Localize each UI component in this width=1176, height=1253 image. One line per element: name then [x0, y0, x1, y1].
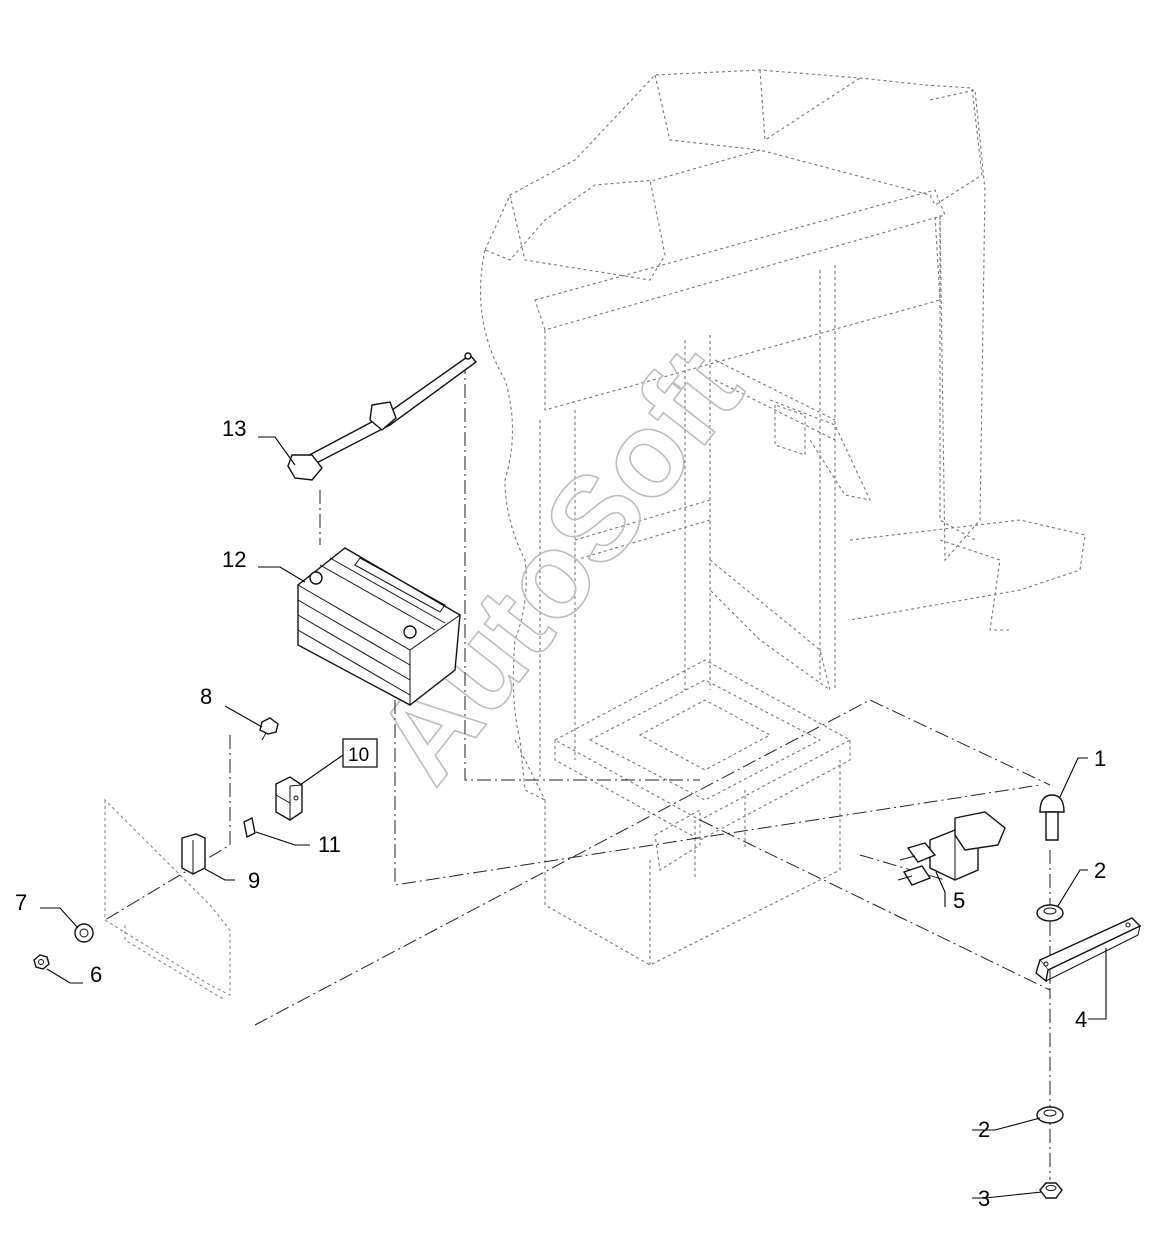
assembly-centerlines — [104, 360, 1051, 1180]
angle-bracket-part-4 — [1035, 917, 1142, 983]
callout-10: 10 — [348, 745, 369, 766]
nut-part-6 — [33, 954, 50, 970]
callout-labels: 13 12 8 10 11 9 7 6 5 1 2 4 2 3 — [15, 416, 1106, 1211]
callout-11: 11 — [318, 832, 341, 857]
washer-part-2-upper — [1036, 904, 1064, 922]
battery — [297, 547, 461, 706]
battery-cable — [287, 352, 478, 481]
callout-12: 12 — [222, 547, 246, 572]
callout-5: 5 — [953, 888, 965, 913]
machine-frame-outline — [480, 69, 1086, 966]
leader-lines — [40, 436, 1107, 1199]
switch-part-5 — [897, 811, 1006, 886]
callout-8: 8 — [200, 684, 212, 709]
callout-6: 6 — [90, 962, 102, 987]
nut-part-3 — [1039, 1182, 1063, 1199]
callout-2-lower: 2 — [978, 1117, 990, 1142]
callout-2-upper: 2 — [1094, 858, 1106, 883]
bolt-part-8 — [259, 717, 279, 741]
callout-9: 9 — [248, 868, 260, 893]
bolt-part-1 — [1039, 794, 1065, 841]
callout-10-box — [342, 738, 378, 768]
callout-3: 3 — [978, 1186, 990, 1211]
washer-part-7 — [74, 923, 94, 943]
callout-4: 4 — [1075, 1007, 1087, 1032]
strap-part-11 — [243, 816, 256, 839]
bracket-plate — [104, 798, 231, 1001]
callout-13: 13 — [222, 416, 246, 441]
callout-7: 7 — [15, 890, 27, 915]
washer-part-2-lower — [1036, 1106, 1064, 1124]
pad-part-9 — [181, 833, 206, 875]
clamp-block-part-10 — [275, 776, 303, 821]
callout-1: 1 — [1094, 746, 1106, 771]
